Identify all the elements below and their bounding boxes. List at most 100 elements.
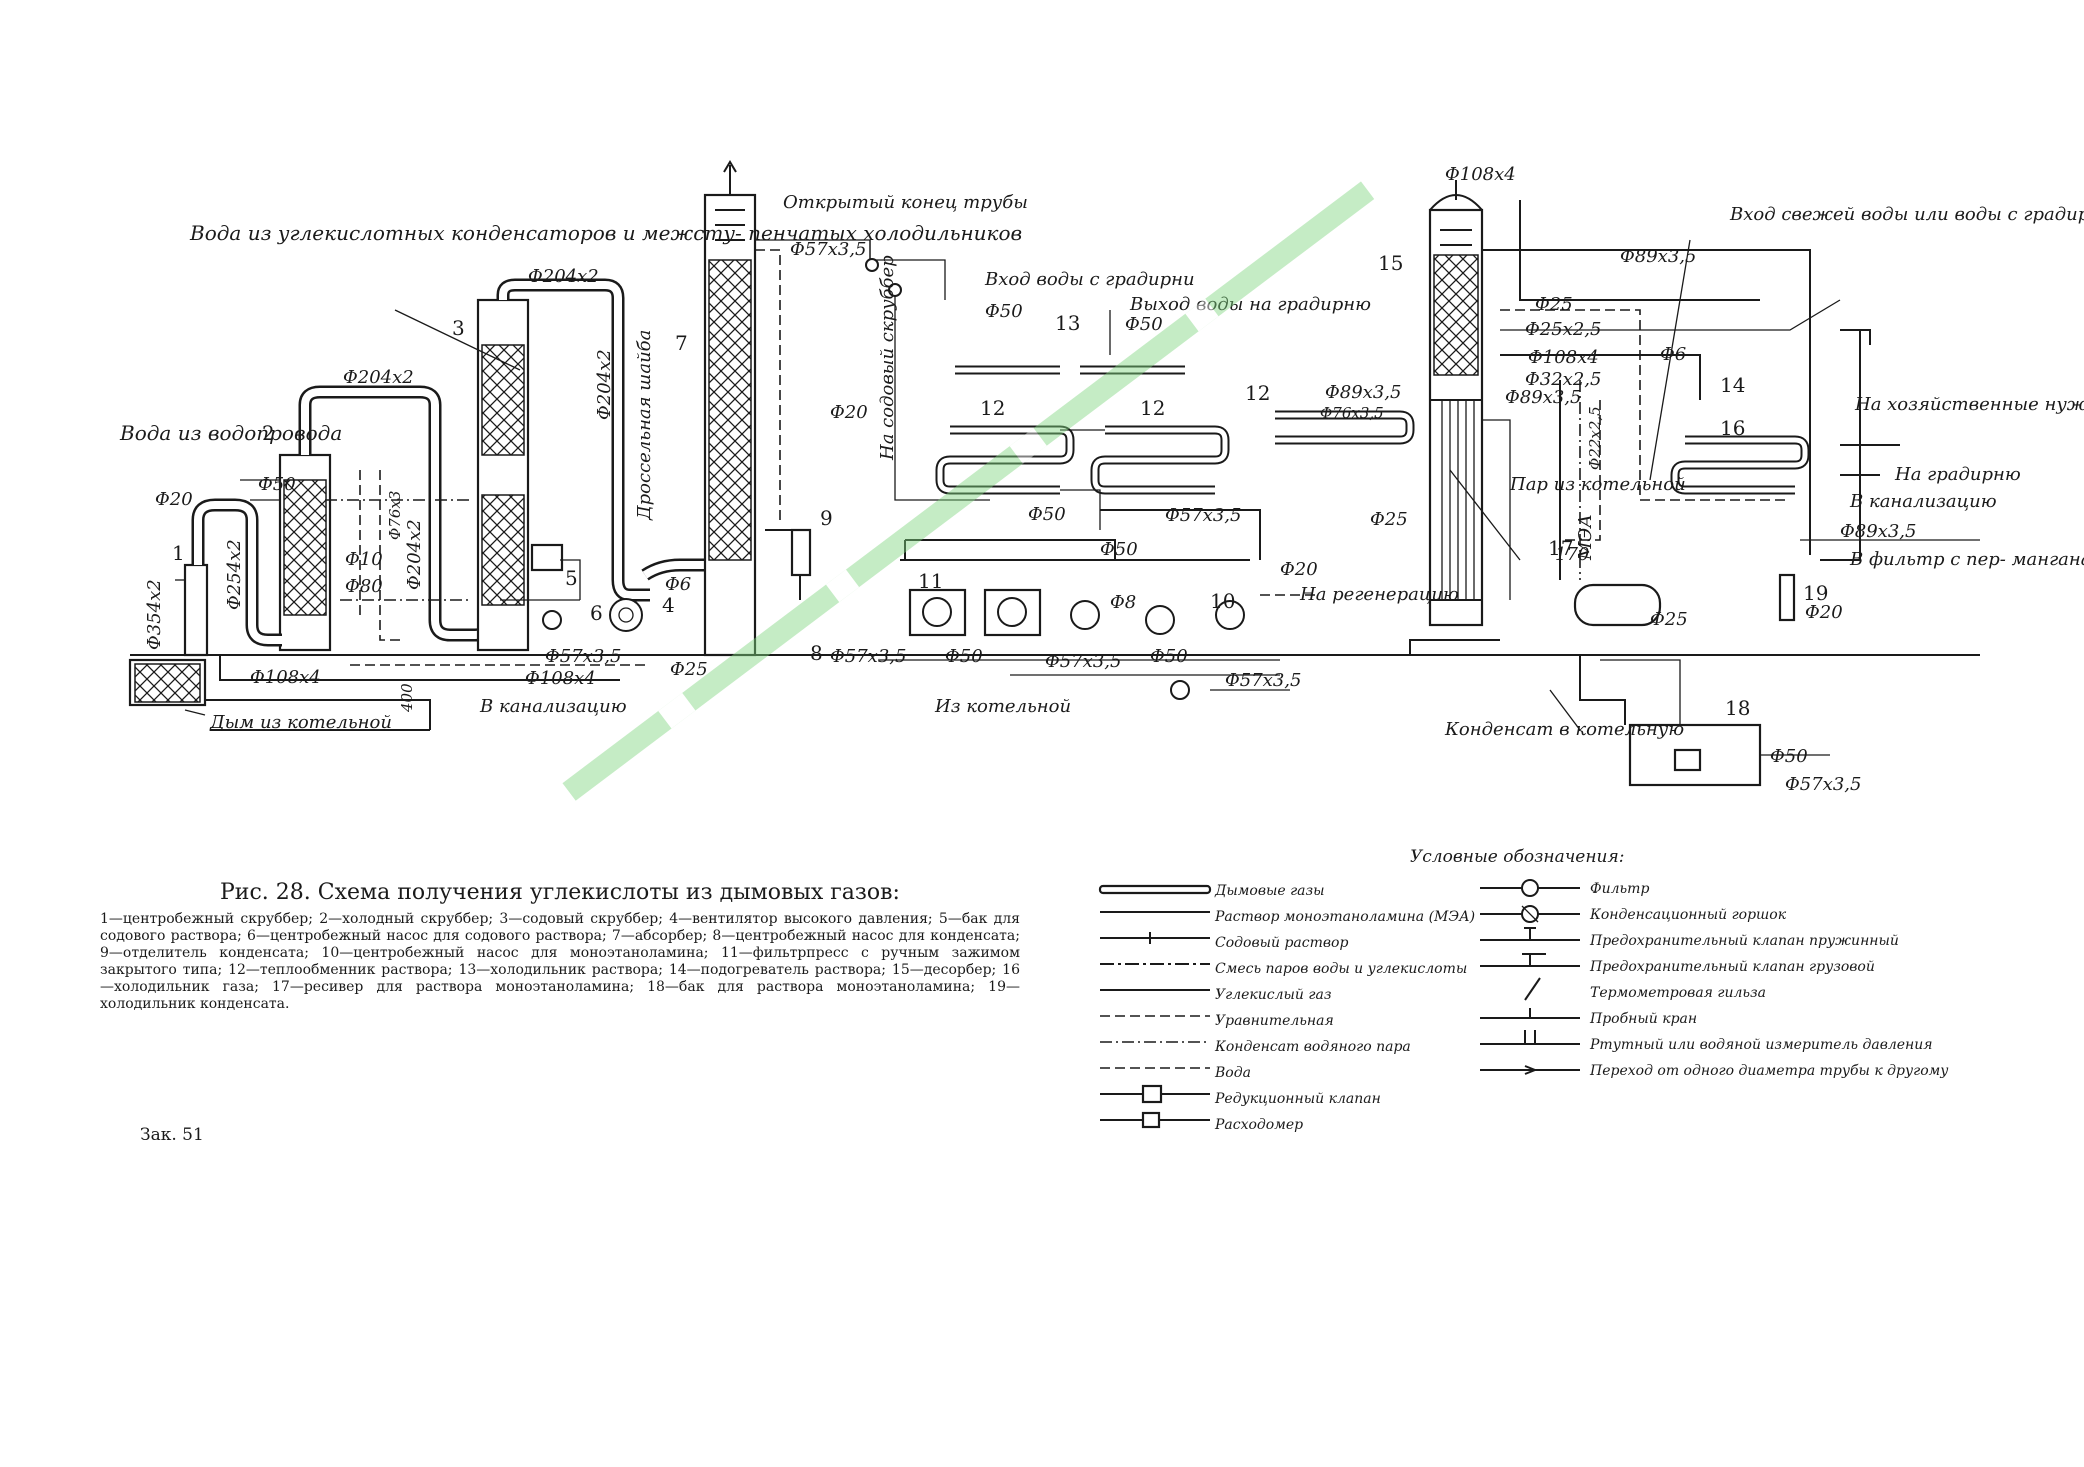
- legend: Условные обозначения: Дымовые газы Раств…: [1098, 847, 1949, 1133]
- label-to-filter: В фильтр с пер- манганатом калия: [1849, 549, 2084, 570]
- legend-symbol-test-cock: [1480, 1008, 1580, 1019]
- legend-symbol-flue: [1098, 884, 1212, 895]
- label-mea: МЭА: [1575, 514, 1596, 561]
- label-steam-from-boiler: Пар из котельной: [1509, 474, 1686, 495]
- legend-title: Условные обозначения:: [1410, 847, 1624, 867]
- size-57-f: Φ57x3,5: [1225, 670, 1301, 691]
- size-76-a: Φ76x3,5: [1320, 404, 1384, 422]
- order-number: Зак. 51: [140, 1125, 204, 1145]
- label-water-out-tower: Выход воды на градирню: [1129, 294, 1371, 315]
- size-22x25: Φ22x2,5: [1586, 406, 1604, 470]
- filter-press-11: [908, 588, 1042, 637]
- size-204-c: Φ204x2: [594, 349, 615, 420]
- size-25-a: Φ25: [1535, 294, 1573, 315]
- legend-right-2: Предохранительный клапан пружинный: [1589, 933, 1899, 949]
- size-50-e: Φ50: [1100, 539, 1138, 560]
- desorber-15: [1428, 180, 1484, 627]
- size-6-b: Φ6: [1660, 344, 1686, 365]
- label-to-sewer: В канализацию: [479, 696, 627, 717]
- size-108-b: Φ108x4: [525, 668, 596, 689]
- size-57-a: Φ57x3,5: [545, 646, 621, 667]
- tag-5: 5: [565, 566, 578, 590]
- legend-symbol-weight-valve: [1480, 953, 1580, 967]
- tag-15: 15: [1378, 251, 1403, 275]
- tag-17: 17: [1548, 536, 1573, 560]
- legend-right-6: Ртутный или водяной измеритель давления: [1589, 1037, 1933, 1053]
- watermark-band: [562, 181, 1375, 801]
- size-57-c: Φ57x3,5: [830, 646, 906, 667]
- size-20-d: Φ20: [1805, 602, 1843, 623]
- legend-symbol-soda: [1100, 932, 1210, 944]
- heat-exchanger-12-right: [1275, 410, 1415, 445]
- size-50-d: Φ50: [945, 646, 983, 667]
- tag-8: 8: [810, 641, 823, 665]
- size-25x25: Φ25x2,5: [1525, 319, 1601, 340]
- size-57-b: Φ57x3,5: [790, 239, 866, 260]
- label-water-from-condensers: Вода из углекислотных конденсаторов и ме…: [189, 221, 1022, 245]
- size-20-c: Φ20: [1280, 559, 1318, 580]
- size-50-b: Φ50: [1125, 314, 1163, 335]
- condensate-cooler-19: [1778, 573, 1796, 622]
- size-50-c: Φ50: [258, 474, 296, 495]
- size-32x25: Φ32x2,5: [1525, 369, 1601, 390]
- label-water-from-supply: Вода из водопровода: [119, 421, 342, 445]
- size-6-a: Φ6: [665, 574, 691, 595]
- size-89-c: Φ89x3,5: [1505, 387, 1581, 408]
- size-57-d: Φ57x3,5: [1045, 651, 1121, 672]
- caption-title: Рис. 28. Схема получения углекислоты из …: [220, 880, 900, 905]
- tag-13: 13: [1055, 311, 1080, 335]
- label-smoke-from-boiler: Дым из котельной: [209, 712, 392, 733]
- label-household-needs: На хозяйственные нужды: [1854, 394, 2084, 415]
- tag-12-b: 12: [1140, 396, 1165, 420]
- gas-cooler-16: [1670, 435, 1810, 495]
- label-to-soda-scrubber: На содовый скруббер: [877, 255, 898, 461]
- legend-left-5: Уравнительная: [1215, 1013, 1334, 1029]
- size-354: Φ354x2: [144, 579, 165, 650]
- label-open-pipe-end: Открытый конец трубы: [783, 192, 1028, 213]
- size-10: Φ10: [345, 549, 383, 570]
- legend-left-9: Расходомер: [1214, 1117, 1303, 1133]
- legend-left-7: Вода: [1214, 1065, 1251, 1081]
- legend-left-1: Раствор моноэтаноламина (МЭА): [1214, 909, 1475, 925]
- size-20-b: Φ20: [830, 402, 868, 423]
- pipe-204-b: [496, 278, 650, 602]
- centrifugal-scrubber-1: [175, 563, 209, 657]
- tag-12-a: 12: [980, 396, 1005, 420]
- label-water-in-tower: Вход воды с градирни: [984, 269, 1195, 290]
- size-204-b: Φ204x2: [528, 266, 599, 287]
- high-pressure-fan-4: [609, 558, 705, 632]
- size-108-a: Φ108x4: [250, 667, 321, 688]
- legend-left-0: Дымовые газы: [1214, 883, 1325, 899]
- size-254: Φ254x2: [224, 539, 245, 610]
- tag-9: 9: [820, 506, 833, 530]
- legend-right-3: Предохранительный клапан грузовой: [1589, 959, 1875, 975]
- figure-caption: Рис. 28. Схема получения углекислоты из …: [100, 880, 1020, 1013]
- size-108-c: Φ108x4: [1445, 164, 1516, 185]
- size-50-a: Φ50: [985, 301, 1023, 322]
- tag-2: 2: [262, 421, 275, 445]
- legend-symbol-flowmeter: [1100, 1111, 1210, 1129]
- tag-6: 6: [590, 601, 603, 625]
- size-20-a: Φ20: [155, 489, 193, 510]
- legend-right-0: Фильтр: [1590, 881, 1649, 897]
- watermark: [562, 181, 1375, 801]
- legend-left-4: Углекислый газ: [1215, 987, 1331, 1003]
- label-throttle-washer: Дроссельная шайба: [634, 330, 655, 521]
- size-89-d: Φ89x3,5: [1840, 521, 1916, 542]
- size-170: 170: [1555, 544, 1589, 565]
- tag-18: 18: [1725, 696, 1750, 720]
- tag-10: 10: [1210, 589, 1235, 613]
- size-50-g: Φ50: [1150, 646, 1188, 667]
- tag-14: 14: [1720, 373, 1745, 397]
- label-fresh-water-in: Вход свежей воды или воды с градирни: [1729, 204, 2084, 225]
- legend-right-4: Термометровая гильза: [1590, 985, 1766, 1001]
- pipe-254: [191, 498, 282, 647]
- legend-left-8: Редукционный клапан: [1214, 1091, 1381, 1107]
- caption-body: 1—центробежный скруббер; 2—холодный скру…: [100, 911, 1020, 1012]
- legend-symbol-thermowell: [1524, 977, 1541, 1001]
- legend-symbol-filter: [1480, 879, 1580, 897]
- legend-left-2: Содовый раствор: [1215, 935, 1348, 951]
- label-from-boiler: Из котельной: [934, 696, 1071, 717]
- tag-11: 11: [918, 569, 943, 593]
